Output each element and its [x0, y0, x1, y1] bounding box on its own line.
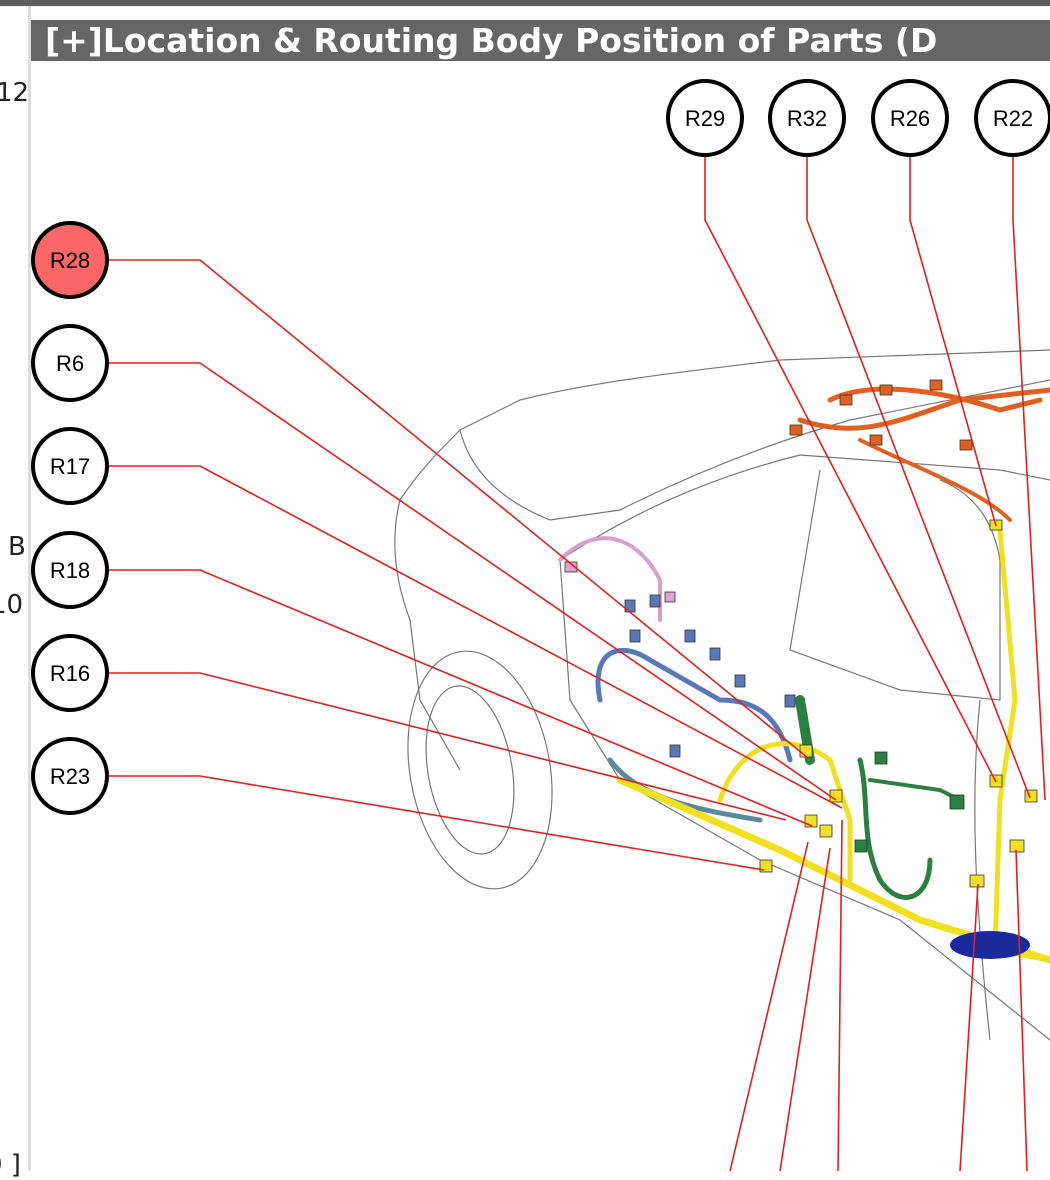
connectors [564, 379, 1038, 888]
callout-label: R29 [685, 106, 725, 131]
expand-toggle[interactable]: [+] [45, 21, 103, 60]
callout-label: R16 [50, 661, 90, 686]
callout-R6[interactable]: R6 [31, 324, 109, 402]
leader-lines [108, 156, 1046, 1171]
section-title-bar: [+]Location & Routing Body Position of P… [31, 20, 1050, 61]
callout-R17[interactable]: R17 [31, 427, 109, 505]
side-fragment: 10 [0, 590, 24, 620]
callout-R18[interactable]: R18 [31, 531, 109, 609]
side-fragment: 12 [0, 78, 30, 108]
callout-label: R17 [50, 454, 90, 479]
callout-R26[interactable]: R26 [871, 79, 949, 157]
callout-R16[interactable]: R16 [31, 634, 109, 712]
callout-label: R32 [787, 106, 827, 131]
callout-label: R22 [993, 106, 1033, 131]
callout-label: R28 [50, 248, 90, 273]
callout-label: R26 [890, 106, 930, 131]
harness-bundles [558, 386, 1050, 964]
callout-R22[interactable]: R22 [974, 79, 1050, 157]
callout-R23[interactable]: R23 [31, 737, 109, 815]
callout-R32[interactable]: R32 [768, 79, 846, 157]
window-top-bar [0, 0, 1050, 6]
callout-label: R23 [50, 764, 90, 789]
callout-label: R18 [50, 558, 90, 583]
side-fragment: B [8, 532, 26, 562]
callout-label: R6 [56, 351, 84, 376]
section-title: Location & Routing Body Position of Part… [102, 21, 938, 60]
callout-R28[interactable]: R28 [31, 221, 109, 299]
callout-R29[interactable]: R29 [666, 79, 744, 157]
left-pane-strip [0, 6, 31, 1171]
